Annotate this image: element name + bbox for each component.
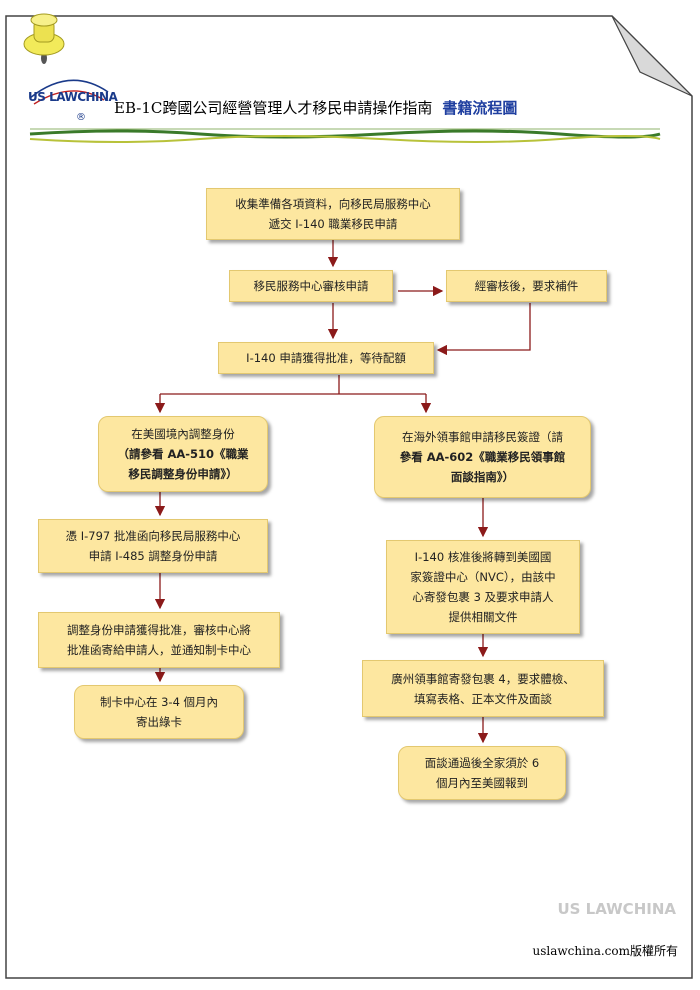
step-text-line: 申請 I-485 調整身份申請	[88, 549, 218, 563]
flow-step-i140-approved: I-140 申請獲得批准，等待配額	[218, 342, 434, 374]
flow-step-submit-i140: 收集準備各項資料，向移民局服務中心遞交 I-140 職業移民申請	[206, 188, 460, 240]
step-text-line: 面談通過後全家須於 6	[424, 756, 540, 770]
step-text-line: （請參看 AA-510《職業	[117, 447, 249, 461]
step-text-line: 移民調整身份申請》）	[128, 467, 238, 481]
folded-corner	[611, 15, 693, 97]
flow-step-request-evidence: 經審核後，要求補件	[446, 270, 607, 302]
step-text-line: I-140 申請獲得批准，等待配額	[246, 351, 406, 365]
step-text-line: 在海外領事館申請移民簽證（請	[402, 430, 563, 444]
flow-step-adjustment-approved: 調整身份申請獲得批准，審核中心將批准函寄給申請人，並通知制卡中心	[38, 612, 280, 668]
step-text-line: 收集準備各項資料，向移民局服務中心	[235, 197, 431, 211]
logo-swoosh-icon	[29, 79, 109, 105]
step-text-line: 在美國境內調整身份	[131, 427, 235, 441]
step-text-line: 制卡中心在 3-4 個月內	[99, 695, 219, 709]
header-decorative-band	[29, 128, 661, 143]
title-main: EB-1C跨國公司經營管理人才移民申請操作指南	[114, 99, 433, 117]
watermark-logo: US LAWCHINA	[557, 900, 676, 918]
step-text-line: 寄出綠卡	[136, 715, 182, 729]
step-text-line: 個月內至美國報到	[435, 776, 528, 790]
flow-step-green-card-issued: 制卡中心在 3-4 個月內寄出綠卡	[74, 685, 244, 739]
step-text-line: 面談指南》）	[450, 470, 515, 484]
pushpin-icon	[23, 13, 65, 64]
step-text-line: 提供相關文件	[448, 610, 518, 624]
flow-step-service-center-review: 移民服務中心審核申請	[229, 270, 393, 302]
step-text-line: 參看 AA-602《職業移民領事館	[399, 450, 566, 464]
step-text-line: 填寫表格、正本文件及面談	[413, 691, 552, 706]
step-text-line: I-140 核准後將轉到美國國	[414, 550, 552, 564]
logo-text: US LAWCHINA	[28, 90, 118, 104]
flow-step-consular-processing: 在海外領事館申請移民簽證（請參看 AA-602《職業移民領事館面談指南》）	[374, 416, 591, 498]
step-text-line: 廣州領事館寄發包裹 4，要求體檢、	[391, 671, 575, 686]
logo: US LAWCHINA ®	[28, 72, 118, 132]
step-text-line: 調整身份申請獲得批准，審核中心將	[67, 623, 251, 637]
step-text-line: 經審核後，要求補件	[474, 279, 579, 293]
step-text-line: 心寄發包裹 3 及要求申請人	[412, 590, 554, 604]
page-title: EB-1C跨國公司經營管理人才移民申請操作指南書籍流程圖	[114, 97, 517, 118]
step-text-line: 家簽證中心（NVC），由該中	[410, 570, 556, 584]
flow-step-guangzhou-consulate: 廣州領事館寄發包裹 4，要求體檢、填寫表格、正本文件及面談	[362, 660, 604, 717]
flow-step-file-i485: 憑 I-797 批准函向移民局服務中心申請 I-485 調整身份申請	[38, 519, 268, 573]
flow-step-adjust-status: 在美國境內調整身份 （請參看 AA-510《職業移民調整身份申請》）	[98, 416, 268, 492]
registered-mark: ®	[76, 112, 86, 123]
step-text-line: 移民服務中心審核申請	[253, 279, 369, 293]
flow-step-enter-us: 面談通過後全家須於 6 個月內至美國報到	[398, 746, 566, 800]
copyright-text: uslawchina.com版權所有	[532, 944, 678, 958]
flow-step-nvc-transfer: I-140 核准後將轉到美國國家簽證中心（NVC），由該中心寄發包裹 3 及要求…	[386, 540, 580, 634]
arrow-n3-n4	[436, 303, 531, 356]
step-text-line: 憑 I-797 批准函向移民局服務中心	[65, 529, 241, 543]
title-subtitle: 書籍流程圖	[442, 99, 518, 117]
step-text-line: 批准函寄給申請人，並通知制卡中心	[67, 643, 251, 657]
step-text-line: 遞交 I-140 職業移民申請	[268, 217, 398, 231]
